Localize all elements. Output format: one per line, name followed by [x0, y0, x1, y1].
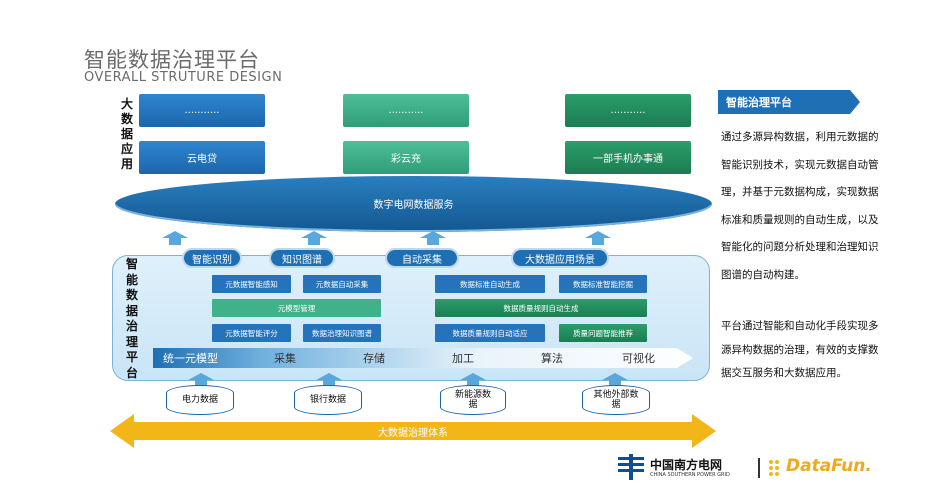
processing-chain-bar	[153, 348, 693, 368]
page-subtitle: OVERALL STRUTURE DESIGN	[84, 70, 283, 85]
up-arrow-icon	[188, 373, 214, 387]
capability-smart-recognition: 智能识别	[182, 248, 242, 268]
up-arrow-icon	[316, 373, 342, 387]
bottom-bar-label: 大数据治理体系	[378, 428, 448, 439]
logo-divider	[758, 458, 760, 478]
source-power-data: 电力数据	[166, 385, 234, 415]
service-layer-disk	[115, 176, 712, 232]
csg-logo-subtext: CHINA SOUTHERN POWER GRID	[650, 472, 730, 478]
capability-knowledge-graph: 知识图谱	[269, 248, 335, 268]
module-chip: 元数据智能感知	[212, 275, 291, 293]
page-title: 智能数据治理平台	[84, 48, 260, 72]
up-arrow-icon	[162, 231, 188, 245]
platform-label: 智能数据治理平台	[125, 257, 138, 380]
up-arrow-icon	[585, 231, 611, 245]
chain-step-process: 加工	[452, 352, 474, 365]
module-chip: 数据标准自动生成	[435, 275, 545, 293]
app-box-1-bottom: 云电贷	[139, 141, 265, 174]
chain-step-unified-model: 统一元模型	[163, 352, 218, 365]
source-bank-data: 银行数据	[294, 385, 362, 415]
csg-logo-icon	[618, 454, 644, 480]
up-arrow-icon	[460, 373, 486, 387]
csg-logo-text: 中国南方电网	[650, 458, 723, 472]
chain-step-collect: 采集	[274, 352, 296, 365]
sidebar-paragraph-1: 通过多源异构数据，利用元数据的智能识别技术，实现元数据自动管理，并基于元数据构成…	[721, 131, 879, 281]
datafun-logo-text: DataFun.	[786, 456, 872, 476]
sidebar-paragraph-2: 平台通过智能和自动化手段实现多源异构数据的治理，有效的支撑数据交互服务和大数据应…	[721, 320, 879, 379]
module-chip: 元模型管理	[212, 299, 381, 317]
sidebar-heading: 智能治理平台	[718, 90, 860, 114]
up-arrow-icon	[420, 231, 446, 245]
app-box-3-bottom: 一部手机办事通	[565, 141, 691, 174]
app-box-3-top: ...........	[565, 94, 691, 127]
module-chip: 数据质量规则自动生成	[435, 299, 647, 317]
module-chip: 数据标准智能挖掘	[559, 275, 647, 293]
module-chip: 质量问题智能推荐	[559, 324, 647, 342]
capability-auto-collect: 自动采集	[385, 248, 459, 268]
source-external-data: 其他外部数据	[582, 385, 650, 415]
chain-step-visualization: 可视化	[622, 352, 655, 365]
service-layer-label: 数字电网数据服务	[373, 200, 454, 211]
module-chip: 元数据智能评分	[212, 324, 291, 342]
app-box-2-top: ...........	[343, 94, 469, 127]
module-chip: 数据治理知识图谱	[303, 324, 381, 342]
source-new-energy-data: 新能源数据	[440, 385, 506, 415]
up-arrow-icon	[602, 373, 628, 387]
up-arrow-icon	[301, 231, 327, 245]
app-box-1-top: ...........	[139, 94, 265, 127]
double-arrow-icon	[110, 414, 716, 448]
chain-step-algorithm: 算法	[541, 352, 563, 365]
app-box-2-bottom: 彩云充	[343, 141, 469, 174]
chain-step-store: 存储	[363, 352, 385, 365]
module-chip: 数据质量规则自动适应	[435, 324, 545, 342]
datafun-logo-icon	[769, 460, 779, 476]
module-chip: 元数据自动采集	[303, 275, 381, 293]
apps-section-label: 大数据应用	[120, 97, 133, 171]
capability-bigdata-scenario: 大数据应用场景	[511, 248, 609, 268]
